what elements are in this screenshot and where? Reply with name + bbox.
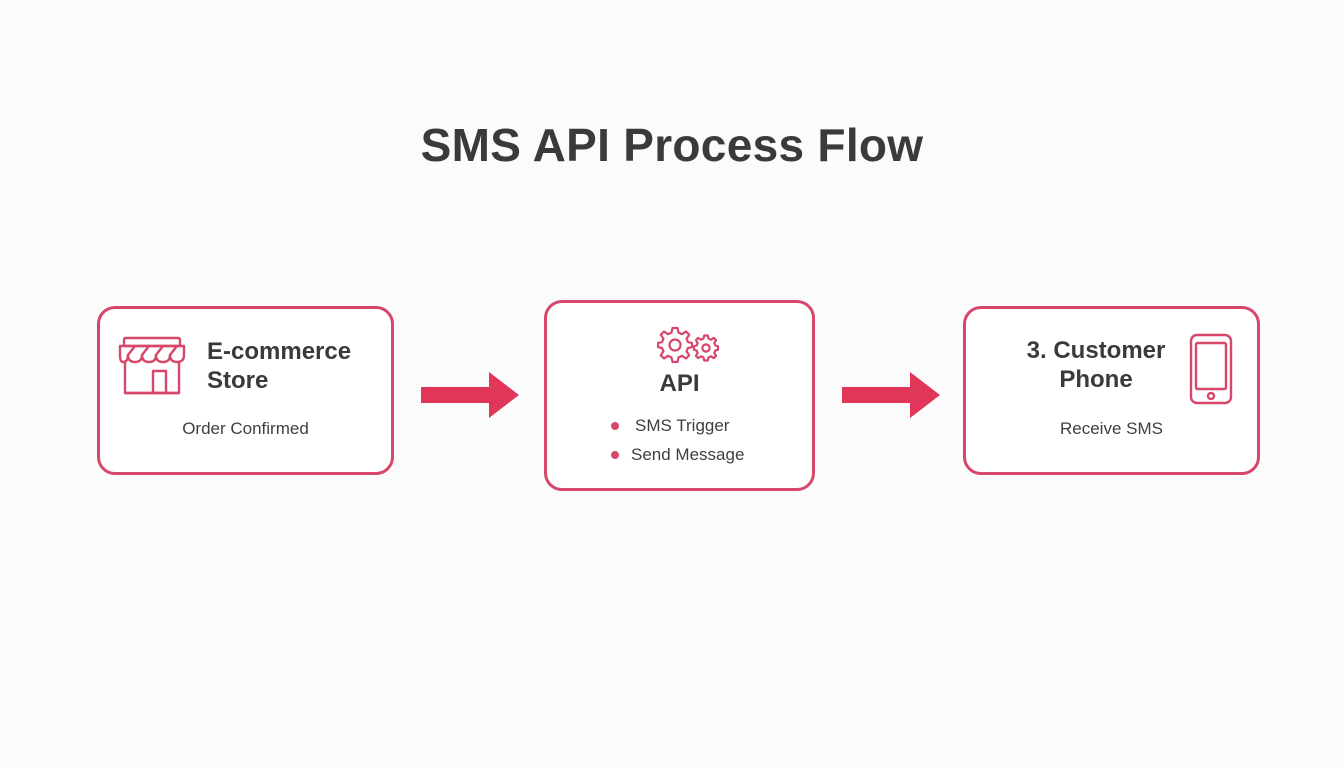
list-item: Send Message <box>611 443 744 472</box>
step-ecommerce-store: E-commerce Store Order Confirmed <box>97 306 394 475</box>
step-heading: 3. Customer Phone <box>1006 336 1186 394</box>
heading-line: 3. Customer <box>1026 337 1166 364</box>
storefront-icon <box>118 336 186 395</box>
list-item: SMS Trigger <box>611 414 744 443</box>
bullet-dot-icon <box>611 422 619 430</box>
heading-line: Store <box>207 367 269 394</box>
step-api: API SMS Trigger Send Message <box>544 300 815 491</box>
api-bullet-list: SMS Trigger Send Message <box>611 414 744 472</box>
step-heading: API <box>659 370 700 397</box>
heading-line: Phone <box>1059 366 1133 393</box>
bullet-label: SMS Trigger <box>635 416 730 435</box>
right-arrow-icon <box>842 372 940 418</box>
step-subtitle: Receive SMS <box>1060 419 1163 438</box>
bullet-label: Send Message <box>631 445 745 464</box>
right-arrow-icon <box>421 372 519 418</box>
bullet-dot-icon <box>611 451 619 459</box>
step-customer-phone: 3. Customer Phone Receive SMS <box>963 306 1260 475</box>
smartphone-icon <box>1189 333 1233 405</box>
diagram-title: SMS API Process Flow <box>420 119 924 171</box>
gears-icon <box>657 326 720 364</box>
heading-line: E-commerce <box>207 338 352 365</box>
step-heading: E-commerce Store <box>207 337 387 395</box>
step-subtitle: Order Confirmed <box>182 419 309 438</box>
